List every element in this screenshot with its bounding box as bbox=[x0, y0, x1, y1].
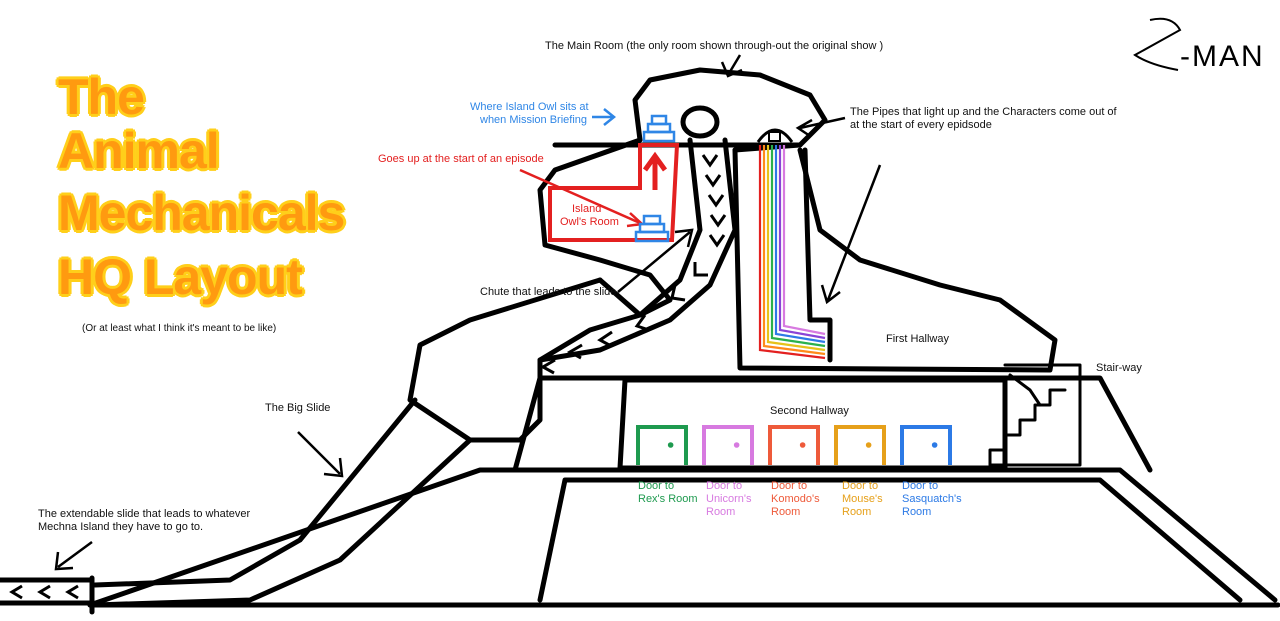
pipe-cap bbox=[756, 128, 794, 143]
first-hallway-label: First Hallway bbox=[886, 333, 949, 345]
chute-top bbox=[680, 105, 720, 139]
goes-up-label: Goes up at the start of an episode bbox=[378, 153, 544, 165]
door-knob-3 bbox=[799, 442, 806, 448]
annotation-arrows bbox=[54, 54, 882, 571]
door-label-4-line-2: Mouse's bbox=[842, 493, 883, 505]
door-1 bbox=[636, 425, 688, 465]
big-slide-label: The Big Slide bbox=[265, 402, 331, 414]
door-knob-1 bbox=[667, 442, 674, 448]
door-label-5-line-3: Room bbox=[902, 506, 932, 518]
body-outline bbox=[732, 147, 1058, 373]
door-label-1-line-2: Rex's Room bbox=[638, 493, 698, 505]
base-platform bbox=[87, 467, 1278, 608]
door-knob-5 bbox=[931, 442, 938, 448]
extendable-slide-label-2: Mechna Island they have to go to. bbox=[38, 521, 204, 533]
main-room-label: The Main Room (the only room shown throu… bbox=[545, 40, 884, 52]
door-label-4-line-1: Door to bbox=[842, 480, 879, 492]
owl-platform-top bbox=[642, 114, 676, 143]
second-hallway-label: Second Hallway bbox=[770, 405, 849, 417]
door-2 bbox=[702, 425, 754, 465]
up-arrow bbox=[642, 151, 668, 190]
big-slide-bottom bbox=[92, 437, 473, 608]
door-label-1-line-1: Door to bbox=[638, 480, 675, 492]
door-label-5-line-1: Door to bbox=[902, 480, 939, 492]
title-line-4: HQ Layout bbox=[58, 249, 303, 305]
door-3 bbox=[768, 425, 820, 465]
title-line-2: Animal bbox=[58, 123, 220, 179]
door-4 bbox=[834, 425, 886, 465]
door-label-3-line-1: Door to bbox=[771, 480, 808, 492]
base-inner bbox=[537, 477, 1243, 603]
owl-sits-label-1: Where Island Owl sits at bbox=[470, 101, 589, 113]
door-label-3-line-3: Room bbox=[771, 506, 801, 518]
owls-room-label-1: Island bbox=[572, 203, 602, 215]
big-slide-top bbox=[92, 397, 418, 588]
extendable-slide-label-1: The extendable slide that leads to whate… bbox=[38, 508, 251, 520]
subtitle: (Or at least what I think it's meant to … bbox=[82, 323, 277, 334]
title-line-3: Mechanicals bbox=[58, 185, 345, 241]
owl-sits-arrow bbox=[592, 108, 617, 126]
stair-step bbox=[1008, 373, 1042, 407]
door-label-3-line-2: Komodo's bbox=[771, 493, 820, 505]
stairway bbox=[988, 363, 1082, 467]
door-label-5-line-2: Sasquatch's bbox=[902, 493, 962, 505]
upper-deck bbox=[512, 375, 1153, 473]
signature-z bbox=[1133, 17, 1182, 71]
owls-room-outline bbox=[548, 143, 680, 242]
door-knob-4 bbox=[865, 442, 872, 448]
goes-up-arrow bbox=[519, 168, 641, 225]
door-5 bbox=[900, 425, 952, 465]
door-label-2-line-2: Unicorn's bbox=[706, 493, 752, 505]
doors bbox=[636, 425, 952, 465]
door-label-2-line-1: Door to bbox=[706, 480, 743, 492]
owl-platform-lower bbox=[634, 214, 670, 243]
stairway-label: Stair-way bbox=[1096, 362, 1142, 374]
chute-outline-1 bbox=[637, 137, 703, 318]
extendable-chevrons bbox=[9, 584, 79, 600]
door-label-4-line-3: Room bbox=[842, 506, 872, 518]
light-pipes bbox=[758, 145, 826, 360]
pipes-label-1: The Pipes that light up and the Characte… bbox=[850, 106, 1117, 118]
owl-sits-label-2: when Mission Briefing bbox=[480, 114, 587, 126]
signature: -MAN bbox=[1180, 40, 1265, 73]
door-label-2-line-3: Room bbox=[706, 506, 736, 518]
pipes-label-2: at the start of every epidsode bbox=[850, 119, 992, 131]
first-hallway-line bbox=[802, 147, 833, 363]
title-line-1: The bbox=[58, 69, 145, 125]
back-outline bbox=[407, 277, 643, 443]
door-knob-2 bbox=[733, 442, 740, 448]
chute-label: Chute that leads to the slide bbox=[480, 286, 617, 298]
chute-chevrons bbox=[539, 154, 727, 375]
head-outline bbox=[537, 67, 828, 318]
owls-room-label-2: Owl's Room bbox=[560, 216, 619, 228]
second-hallway-box bbox=[617, 377, 1008, 471]
chute-outline-2 bbox=[537, 137, 738, 363]
